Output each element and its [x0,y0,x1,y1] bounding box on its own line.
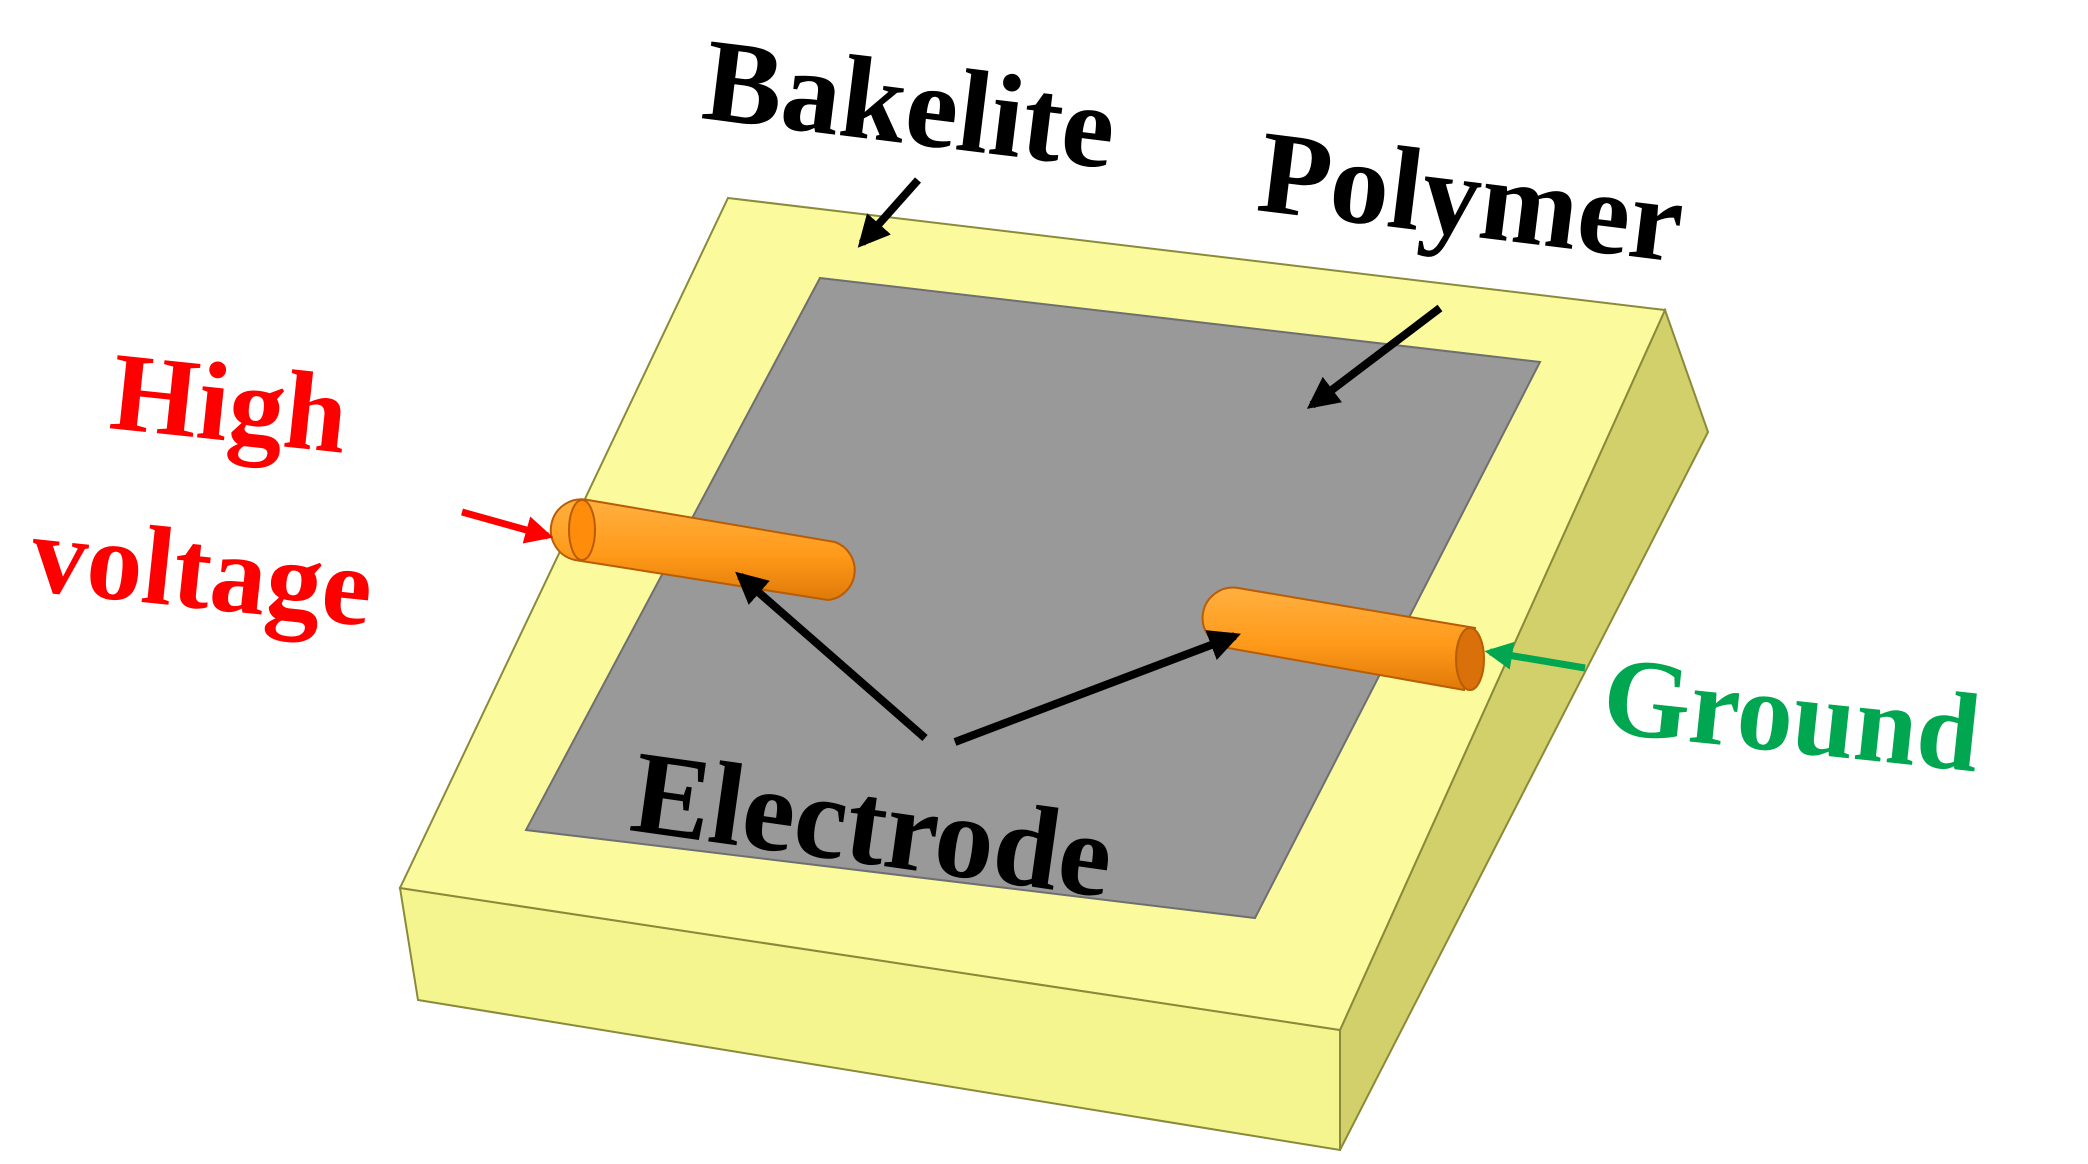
label-bakelite: Bakelite [697,14,1123,194]
label-polymer: Polymer [1252,106,1691,288]
arrow-electrode-left [735,571,928,742]
arrow-polymer [1306,304,1443,409]
arrow-electrode-right [953,630,1241,746]
electrode-left [549,498,856,602]
label-voltage: voltage [25,492,378,651]
label-high: High [105,330,353,478]
arrow-high-voltage [461,508,554,544]
arrow-bakelite [857,177,921,248]
arrow-ground [1484,641,1586,672]
label-ground: Ground [1597,634,1986,797]
polymer-layer [524,276,1542,920]
